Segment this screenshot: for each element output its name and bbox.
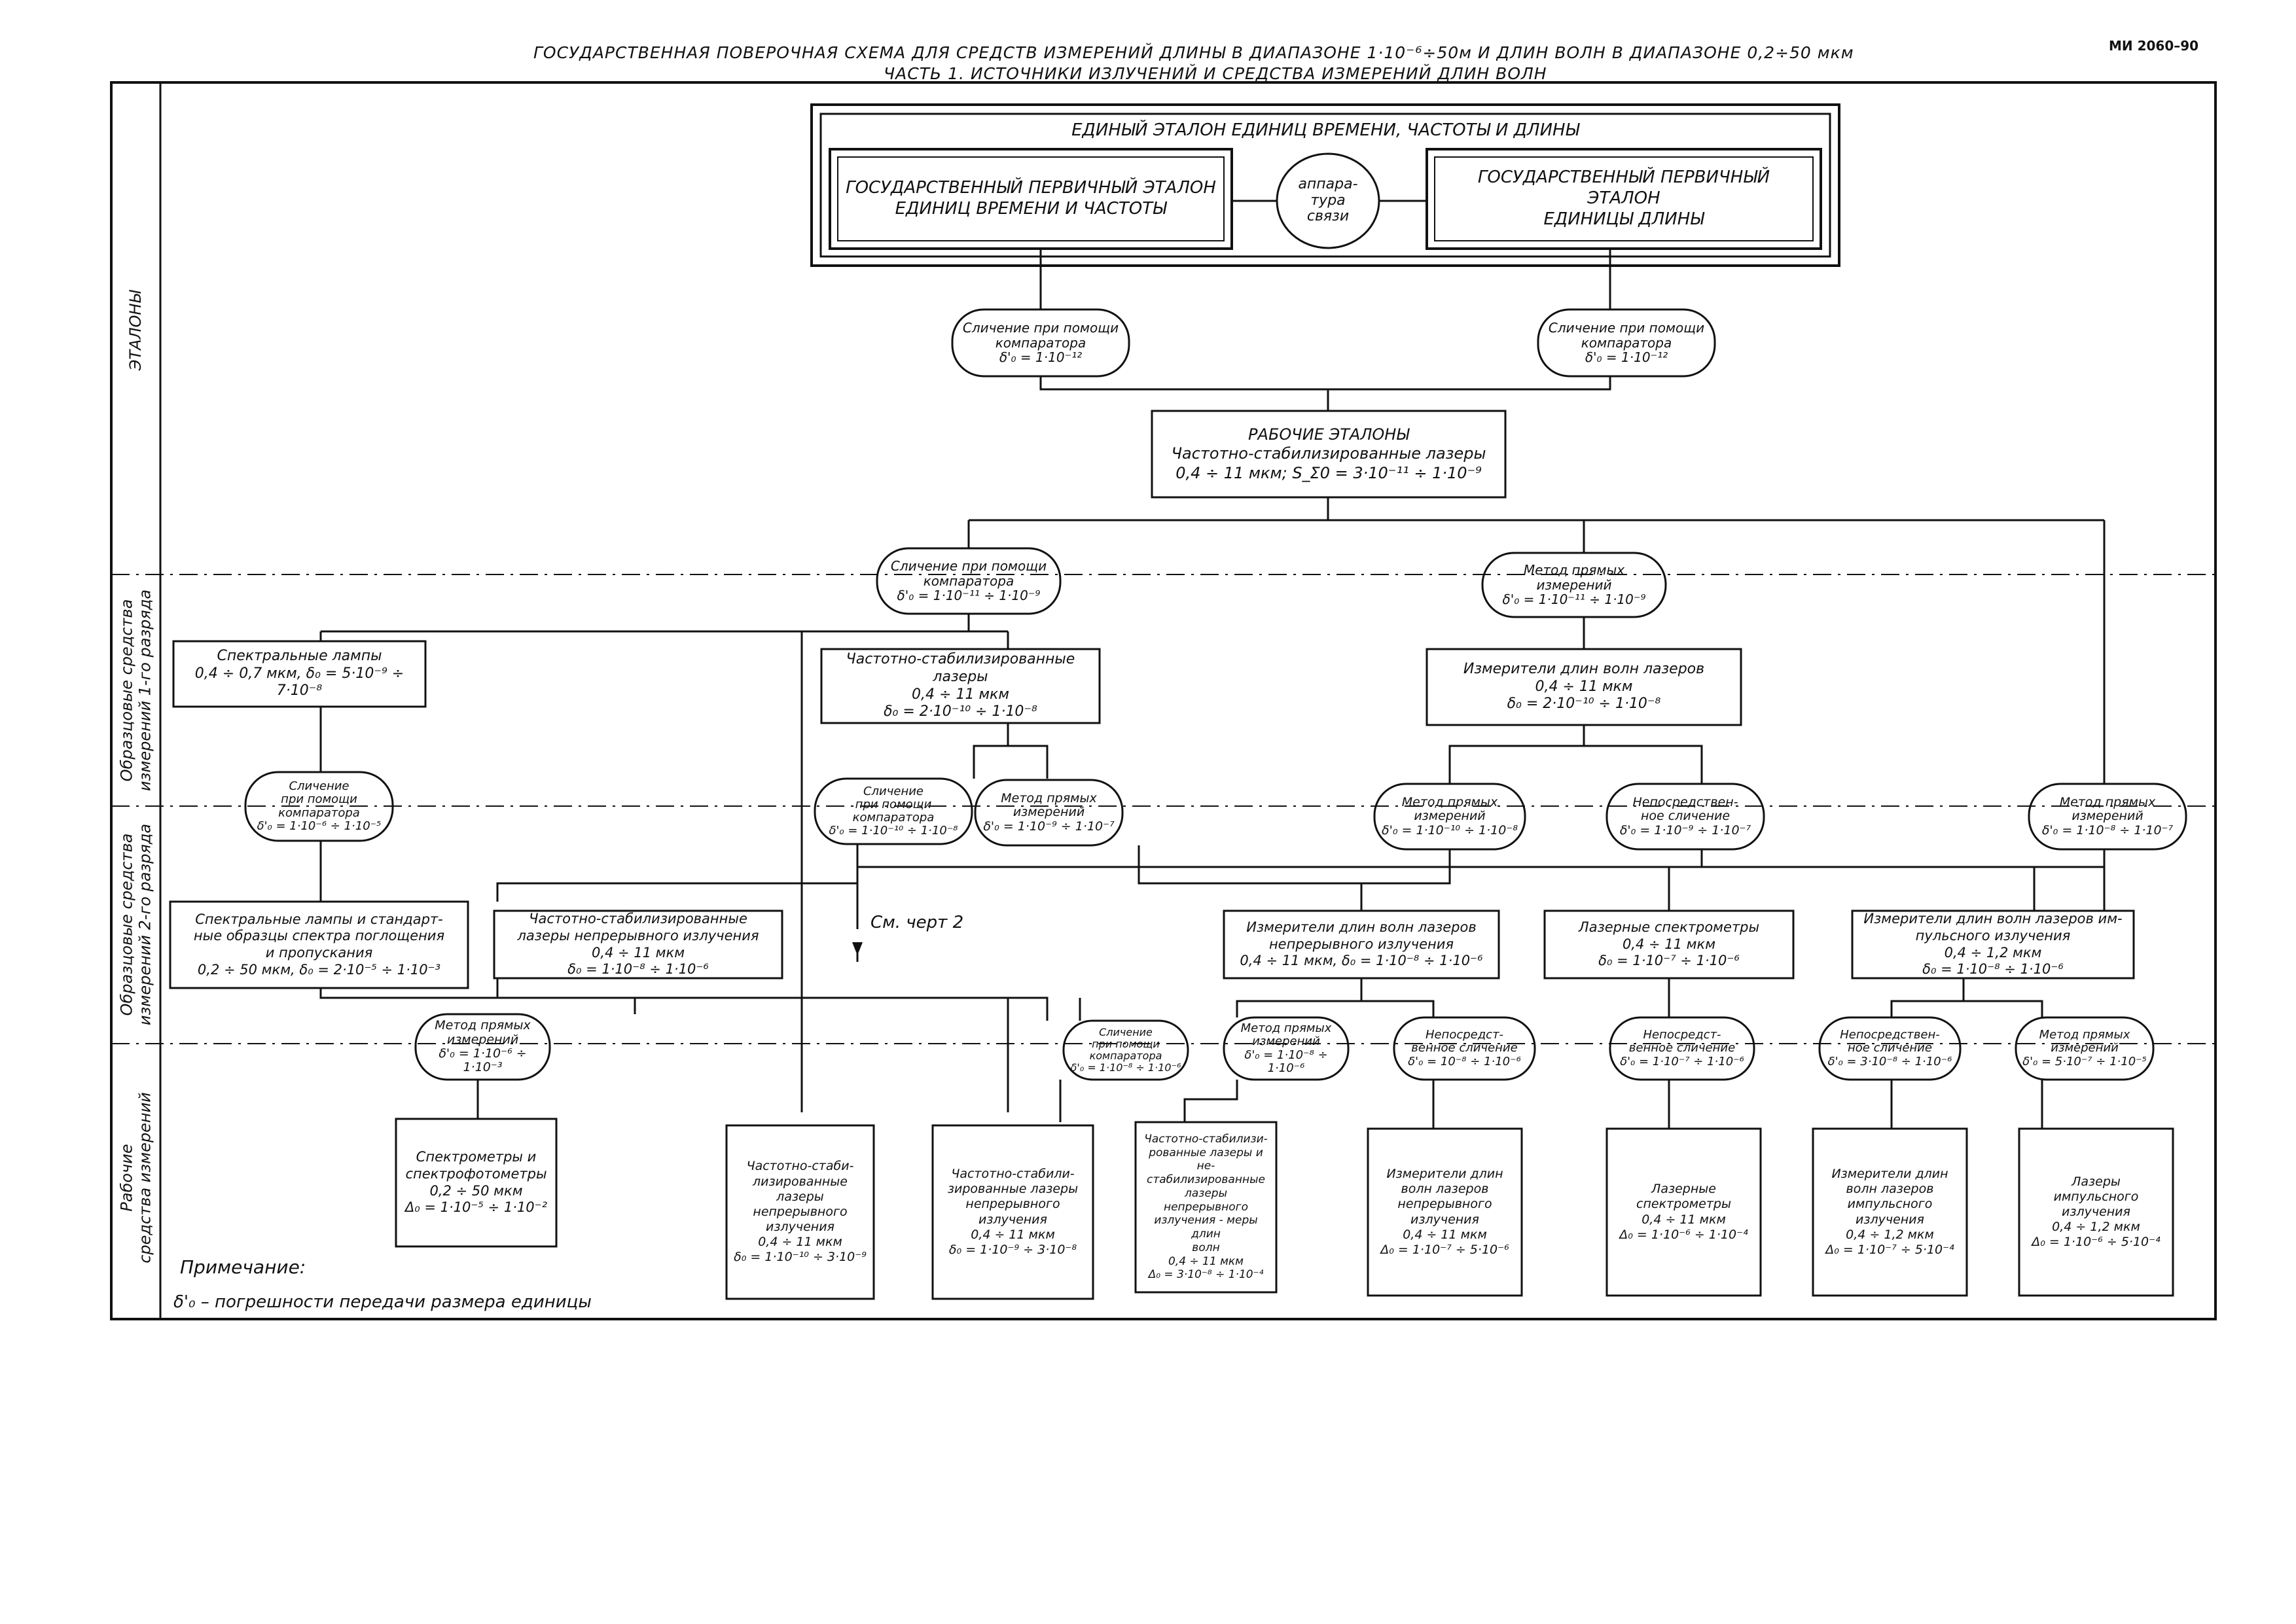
work-laser-spectrometers-box: Лазерные спектрометры 0,4 ÷ 11 мкм Δ₀ = … (1619, 1182, 1748, 1242)
unified-etalon-title: ЕДИНЫЙ ЭТАЛОН ЕДИНИЦ ВРЕМЕНИ, ЧАСТОТЫ И … (1071, 120, 1579, 141)
work-pulse-lasers-box: Лазеры импульсного излучения 0,4 ÷ 1,2 м… (2032, 1174, 2161, 1250)
work-spectrometers-box: Спектрометры и спектрофотометры 0,2 ÷ 50… (404, 1149, 548, 1216)
method-work-direct-cmp-3: Непосредствен- ное сличение δ'₀ = 3·10⁻⁸… (1827, 1028, 1952, 1068)
wl-pulse-meters-2-box: Измерители длин волн лазеров им- пульсно… (1863, 912, 2123, 977)
work-fs-measures-box: Частотно-стабилизи- рованные лазеры и не… (1144, 1132, 1268, 1282)
fs-lasers-1-box: Частотно-стабилизированные лазеры 0,4 ÷ … (846, 650, 1075, 720)
primary-length-etalon: ГОСУДАРСТВЕННЫЙ ПЕРВИЧНЫЙ ЭТАЛОН ЕДИНИЦЫ… (1477, 168, 1770, 229)
method-direct-meters: Метод прямых измерений δ'₀ = 1·10⁻¹⁰ ÷ 1… (1382, 795, 1518, 838)
wl-meters-1-box: Измерители длин волн лазеров 0,4 ÷ 11 мк… (1463, 660, 1705, 713)
lamps-std-samples-box: Спектральные лампы и стандарт- ные образ… (193, 911, 445, 978)
fs-cw-lasers-2-box: Частотно-стабилизированные лазеры непрер… (517, 912, 759, 977)
work-fs-cw-lasers-2-box: Частотно-стабили- зированные лазеры непр… (947, 1166, 1079, 1257)
method-cmp-mid: Сличение при помощи компаратора δ'₀ = 1·… (890, 558, 1047, 604)
level-etalony: ЭТАЛОНЫ (126, 290, 145, 371)
method-work-direct-2: Метод прямых измерений δ'₀ = 1·10⁻⁸ ÷ 1·… (1240, 1021, 1332, 1075)
note-title: Примечание: (180, 1256, 306, 1278)
level-obraz-1: Образцовые средства измерений 1-го разря… (117, 589, 154, 792)
title-line-2: ЧАСТЬ 1. ИСТОЧНИКИ ИЗЛУЧЕНИЙ И СРЕДСТВА … (884, 64, 1547, 83)
method-direct-mid: Метод прямых измерений δ'₀ = 1·10⁻¹¹ ÷ 1… (1502, 562, 1646, 608)
primary-time-etalon: ГОСУДАРСТВЕННЫЙ ПЕРВИЧНЫЙ ЭТАЛОН ЕДИНИЦ … (846, 178, 1216, 219)
method-direct-lasers: Метод прямых измерений δ'₀ = 1·10⁻⁹ ÷ 1·… (983, 791, 1115, 834)
level-rabochie: Рабочие средства измерений (117, 1092, 154, 1263)
work-wl-pulse-meters-box: Измерители длин волн лазеров импульсного… (1825, 1166, 1954, 1257)
see-sheet-2-label: См. черт 2 (870, 913, 964, 932)
method-work-direct-1: Метод прямых измерений δ'₀ = 1·10⁻⁶ ÷ 1·… (435, 1018, 531, 1075)
method-work-direct-cmp-2: Непосредст- венное сличение δ'₀ = 1·10⁻⁷… (1620, 1028, 1744, 1068)
laser-spectrometers-2-box: Лазерные спектрометры 0,4 ÷ 11 мкм δ₀ = … (1578, 919, 1760, 969)
wl-cw-meters-2-box: Измерители длин волн лазеров непрерывног… (1240, 919, 1483, 969)
method-work-cmp: Сличение при помощи компаратора δ'₀ = 1·… (1070, 1026, 1181, 1074)
method-cmp-lasers: Сличение при помощи компаратора δ'₀ = 1·… (829, 784, 958, 838)
link-apparatus: аппара- тура связи (1298, 176, 1358, 225)
working-standards-box: РАБОЧИЕ ЭТАЛОНЫ Частотно-стабилизированн… (1171, 425, 1486, 482)
method-work-direct-cmp-1: Непосредст- венное сличение δ'₀ = 10⁻⁸ ÷… (1408, 1028, 1521, 1068)
method-cmp-lamps: Сличение при помощи компаратора δ'₀ = 1·… (257, 779, 382, 833)
note-text: δ'₀ – погрешности передачи размера едини… (173, 1292, 592, 1312)
document-id: МИ 2060–90 (2109, 38, 2199, 54)
title-line-1: ГОСУДАРСТВЕННАЯ ПОВЕРОЧНАЯ СХЕМА ДЛЯ СРЕ… (533, 43, 1854, 62)
work-fs-cw-lasers-1-box: Частотно-стаби- лизированные лазеры непр… (734, 1159, 867, 1265)
method-direct-cmp-meters: Непосредствен- ное сличение δ'₀ = 1·10⁻⁹… (1619, 795, 1751, 838)
method-cmp-top-right: Сличение при помощи компаратора δ'₀ = 1·… (1548, 320, 1705, 366)
level-obraz-2: Образцовые средства измерений 2-го разря… (117, 823, 154, 1026)
method-cmp-top-left: Сличение при помощи компаратора δ'₀ = 1·… (962, 320, 1119, 366)
method-direct-right: Метод прямых измерений δ'₀ = 1·10⁻⁸ ÷ 1·… (2041, 795, 2174, 838)
spectral-lamps-box: Спектральные лампы 0,4 ÷ 0,7 мкм, δ₀ = 5… (194, 647, 404, 699)
work-wl-cw-meters-box: Измерители длин волн лазеров непрерывног… (1380, 1166, 1509, 1257)
method-work-direct-3: Метод прямых измерений δ'₀ = 5·10⁻⁷ ÷ 1·… (2022, 1028, 2147, 1068)
